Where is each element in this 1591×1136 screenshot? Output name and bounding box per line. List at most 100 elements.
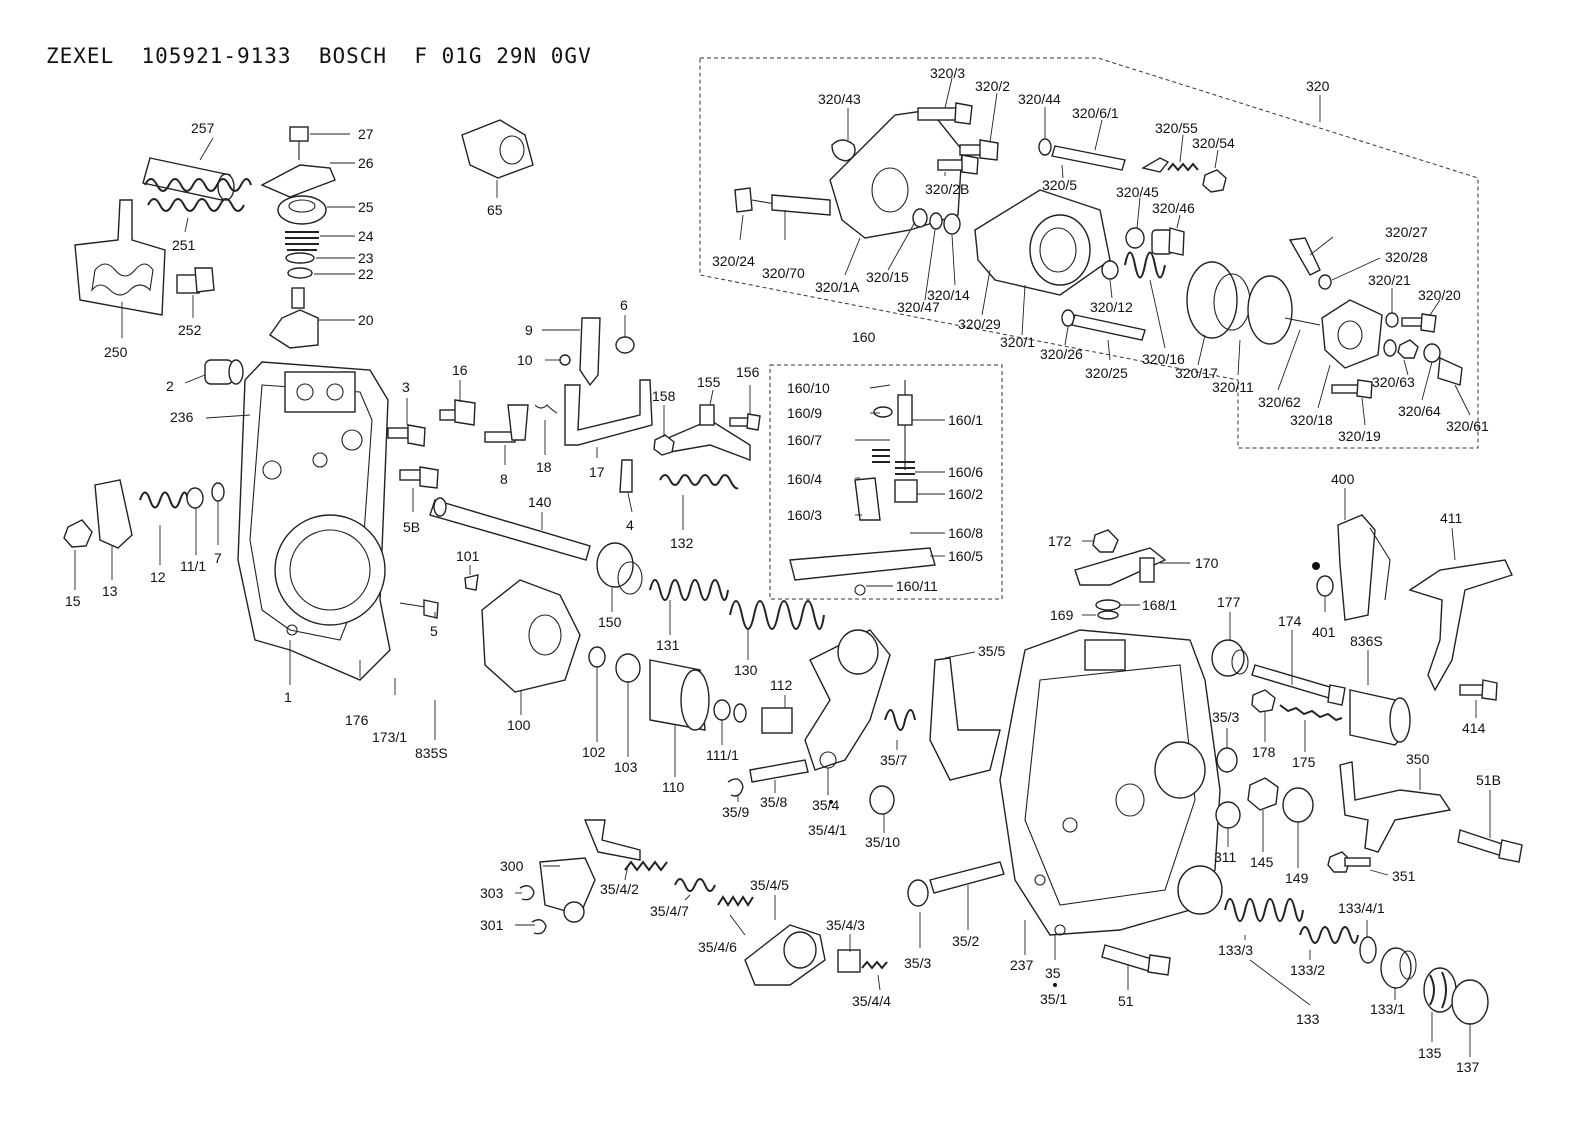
seat-133-1 [1380, 947, 1417, 989]
label-320-1A: 320/1A [815, 279, 860, 295]
label-174: 174 [1278, 613, 1302, 629]
label-320-44: 320/44 [1018, 91, 1061, 107]
label-35-4: 35/4 [812, 797, 839, 813]
top-stack-27-20 [260, 126, 336, 349]
label-236: 236 [170, 409, 194, 425]
bush-35-10 [869, 785, 895, 815]
label-311: 311 [1214, 849, 1237, 865]
cap-149 [1282, 787, 1314, 823]
label-149: 149 [1285, 870, 1309, 886]
label-320-2: 320/2 [975, 78, 1010, 94]
clip-4 [619, 459, 633, 493]
label-133: 133 [1296, 1011, 1320, 1027]
nut-15 [63, 519, 93, 548]
label-320-3: 320/3 [930, 65, 965, 81]
label-7: 7 [214, 550, 222, 566]
bolt-414 [1459, 679, 1498, 701]
label-176: 176 [345, 712, 369, 728]
part-labels: 257 27 26 25 24 23 22 20 251 252 250 65 … [65, 65, 1501, 1075]
pin-35-2 [929, 861, 1005, 894]
label-175: 175 [1292, 754, 1316, 770]
label-101: 101 [456, 548, 480, 564]
label-301: 301 [480, 917, 504, 933]
label-320-47: 320/47 [897, 299, 940, 315]
cylinder-110 [649, 659, 710, 731]
ring-35-3a [1216, 747, 1238, 773]
label-5B: 5B [403, 519, 420, 535]
label-160-10: 160/10 [787, 380, 830, 396]
label-35-9: 35/9 [722, 804, 749, 820]
label-51: 51 [1118, 993, 1134, 1009]
label-20: 20 [358, 312, 374, 328]
label-102: 102 [582, 744, 606, 760]
lever-35-4 [804, 629, 891, 771]
washer-6 [615, 336, 635, 354]
clip-303 [519, 885, 535, 901]
label-160-5: 160/5 [948, 548, 983, 564]
label-35-4-5: 35/4/5 [750, 877, 789, 893]
ring-35-3b [907, 879, 929, 907]
leader-lines [74, 77, 1491, 1057]
label-320-61: 320/61 [1446, 418, 1489, 434]
label-35-2: 35/2 [952, 933, 979, 949]
cam-ring-100 [481, 579, 581, 693]
label-135: 135 [1418, 1045, 1442, 1061]
label-100: 100 [507, 717, 531, 733]
bracket-400 [1337, 514, 1391, 621]
label-160-2: 160/2 [948, 486, 983, 502]
label-320-63: 320/63 [1372, 374, 1415, 390]
spring-175 [1279, 704, 1343, 722]
assembly-160-boundary [769, 364, 1003, 600]
label-11-1: 11/1 [180, 558, 206, 574]
clip-35-9 [727, 778, 744, 797]
dot-35 [1053, 983, 1057, 987]
label-9: 9 [525, 322, 533, 338]
cap-836S [1349, 689, 1411, 746]
nut-65 [461, 119, 534, 179]
label-401: 401 [1312, 624, 1336, 640]
pump-housing-right [999, 629, 1223, 936]
washer-401 [1316, 575, 1334, 597]
screw-174 [1251, 664, 1346, 706]
label-320-62: 320/62 [1258, 394, 1301, 410]
bolt-3 [387, 424, 426, 447]
label-156: 156 [736, 364, 760, 380]
pin-35-8 [749, 759, 809, 783]
label-26: 26 [358, 155, 374, 171]
label-25: 25 [358, 199, 374, 215]
label-15: 15 [65, 593, 81, 609]
assembly-320-parts [734, 102, 1463, 399]
label-169: 169 [1050, 607, 1074, 623]
label-24: 24 [358, 228, 374, 244]
nut-158 [653, 434, 675, 456]
label-320-18: 320/18 [1290, 412, 1333, 428]
spring-131 [649, 579, 729, 601]
pin-8 [484, 404, 529, 443]
ring-102 [588, 646, 606, 668]
plug-2 [204, 359, 244, 385]
spring-35-7 [884, 709, 916, 731]
label-160: 160 [852, 329, 876, 345]
label-414: 414 [1462, 720, 1486, 736]
label-320-24: 320/24 [712, 253, 755, 269]
label-320-5: 320/5 [1042, 177, 1077, 193]
label-168-1: 168/1 [1142, 597, 1177, 613]
label-5: 5 [430, 623, 438, 639]
label-173-1: 173/1 [372, 729, 407, 745]
label-35-3b: 35/3 [904, 955, 931, 971]
label-303: 303 [480, 885, 504, 901]
ring-7 [211, 482, 225, 502]
label-35-4-4: 35/4/4 [852, 993, 891, 1009]
label-133-2: 133/2 [1290, 962, 1325, 978]
label-320-27: 320/27 [1385, 224, 1428, 240]
plug-311 [1215, 801, 1241, 829]
label-133-4-1: 133/4/1 [1338, 900, 1385, 916]
dot-marker [1312, 562, 1320, 570]
page-title: ZEXEL 105921-9133 BOSCH F 01G 29N 0GV [46, 44, 592, 68]
lever-170 [1074, 529, 1167, 586]
label-13: 13 [102, 583, 118, 599]
label-320-28: 320/28 [1385, 249, 1428, 265]
spring-18 [534, 404, 558, 414]
clip-301 [531, 919, 547, 935]
